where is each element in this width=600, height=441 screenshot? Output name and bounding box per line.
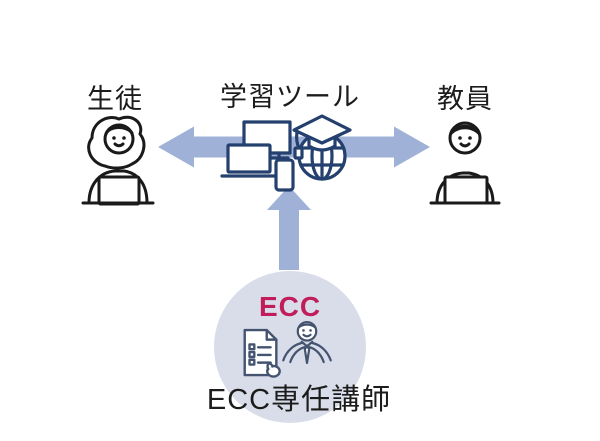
checklist-thumbs-up-icon [243,328,281,378]
woman-at-laptop-icon [81,115,155,206]
ecc-logo: ECC [258,291,322,322]
man-at-laptop-icon [429,121,501,205]
student-label: 生徒 [87,84,143,114]
devices-icon [220,120,295,192]
teacher-label: 教員 [437,84,493,114]
horizontal-double-arrow [158,126,430,168]
instructor-person-icon [282,320,332,365]
learning-tools-label: 学習ツール [220,82,360,112]
instructor-label: ECC専任講師 [206,384,392,416]
up-arrow [267,186,311,270]
globe-graduation-cap-icon [292,114,352,181]
ecc-circle [214,271,366,423]
